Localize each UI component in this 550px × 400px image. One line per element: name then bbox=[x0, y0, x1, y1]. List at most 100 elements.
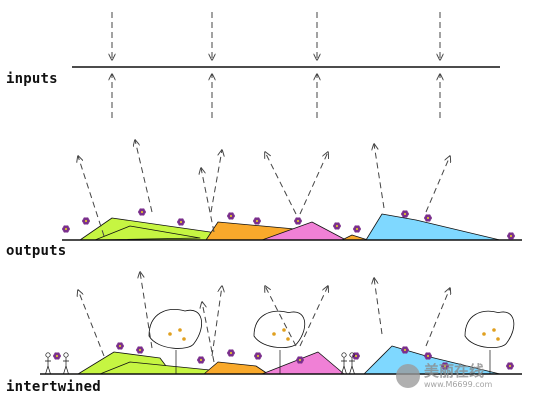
fruit-dot bbox=[168, 332, 172, 336]
dashed-arrow bbox=[78, 290, 105, 357]
dashed-arrow bbox=[135, 140, 153, 213]
dashed-arrow bbox=[211, 286, 222, 357]
flower-icon bbox=[254, 352, 262, 360]
flower-icon bbox=[197, 356, 205, 364]
flower-center bbox=[403, 212, 407, 216]
flower-icon bbox=[441, 362, 449, 370]
tree-canopy bbox=[253, 310, 306, 348]
fruit-dot bbox=[182, 337, 186, 341]
flower-center bbox=[335, 224, 339, 228]
person-figure-icon bbox=[45, 352, 51, 375]
watermark-url: www.M6699.com bbox=[424, 379, 493, 389]
dashed-arrow bbox=[265, 286, 297, 347]
flower-center bbox=[255, 219, 259, 223]
flower-center bbox=[509, 234, 513, 238]
dashed-arrow bbox=[299, 152, 328, 215]
lime-landform-2 bbox=[94, 225, 201, 241]
flower-icon bbox=[116, 342, 124, 350]
dashed-arrow bbox=[374, 144, 385, 209]
dashed-arrow bbox=[265, 152, 297, 215]
watermark-text: 美丽在线 www.M6699.com bbox=[424, 361, 493, 389]
person-body bbox=[45, 357, 51, 375]
flower-icon bbox=[401, 346, 409, 354]
flower-icon bbox=[507, 232, 515, 240]
outputs-section bbox=[62, 140, 522, 241]
dashed-arrow bbox=[374, 278, 383, 335]
flower-center bbox=[199, 358, 203, 362]
flower-icon bbox=[333, 222, 341, 230]
fruit-dot bbox=[282, 328, 286, 332]
pink-landform bbox=[261, 351, 345, 375]
flower-center bbox=[138, 348, 142, 352]
dashed-arrow bbox=[299, 286, 328, 347]
dashed-arrow bbox=[140, 272, 153, 349]
person-body bbox=[63, 357, 69, 375]
flower-center bbox=[355, 227, 359, 231]
flower-center bbox=[229, 214, 233, 218]
flower-icon bbox=[294, 217, 302, 225]
person-head bbox=[45, 352, 51, 358]
person-figure-icon bbox=[63, 352, 69, 375]
flower-center bbox=[426, 354, 430, 358]
flower-center bbox=[508, 364, 512, 368]
flower-icon bbox=[353, 225, 361, 233]
person-body bbox=[349, 357, 355, 375]
dashed-arrow bbox=[425, 156, 450, 213]
tree-icon bbox=[464, 310, 515, 374]
fruit-dot bbox=[492, 328, 496, 332]
fruit-dot bbox=[272, 332, 276, 336]
flower-center bbox=[140, 210, 144, 214]
flower-icon bbox=[53, 352, 61, 360]
flower-icon bbox=[62, 225, 70, 233]
person-head bbox=[349, 352, 355, 358]
tree-icon bbox=[253, 310, 306, 374]
watermark-logo-icon bbox=[396, 364, 420, 388]
dashed-arrow bbox=[210, 150, 222, 213]
person-figure-icon bbox=[341, 352, 347, 375]
flower-center bbox=[298, 358, 302, 362]
flower-center bbox=[84, 219, 88, 223]
label-outputs: outputs bbox=[6, 243, 67, 259]
label-intertwined: intertwined bbox=[6, 379, 101, 395]
dashed-arrow bbox=[78, 156, 105, 237]
dashed-arrow bbox=[202, 302, 215, 363]
flower-center bbox=[55, 354, 59, 358]
flower-center bbox=[118, 344, 122, 348]
flower-icon bbox=[138, 208, 146, 216]
flower-center bbox=[256, 354, 260, 358]
flower-icon bbox=[424, 214, 432, 222]
person-head bbox=[63, 352, 69, 358]
person-head bbox=[341, 352, 347, 358]
flower-icon bbox=[424, 352, 432, 360]
watermark-title: 美丽在线 bbox=[424, 361, 485, 380]
intertwined-section bbox=[40, 272, 522, 375]
flower-center bbox=[354, 354, 358, 358]
flower-icon bbox=[136, 346, 144, 354]
cyan-landform bbox=[365, 213, 501, 241]
flower-icon bbox=[253, 217, 261, 225]
flower-icon bbox=[296, 356, 304, 364]
person-figure-icon bbox=[349, 352, 355, 375]
flower-icon bbox=[401, 210, 409, 218]
flower-icon bbox=[82, 217, 90, 225]
orange-landform bbox=[203, 361, 269, 375]
fruit-dot bbox=[286, 337, 290, 341]
fruit-dot bbox=[482, 332, 486, 336]
flower-icon bbox=[506, 362, 514, 370]
flower-icon bbox=[177, 218, 185, 226]
flower-center bbox=[179, 220, 183, 224]
flower-center bbox=[403, 348, 407, 352]
flower-icon bbox=[227, 349, 235, 357]
fruit-dot bbox=[496, 337, 500, 341]
dashed-arrow bbox=[201, 168, 215, 233]
flower-center bbox=[64, 227, 68, 231]
tree-icon bbox=[148, 309, 203, 374]
dashed-arrow bbox=[425, 288, 450, 347]
person-body bbox=[341, 357, 347, 375]
flower-center bbox=[426, 216, 430, 220]
tree-canopy bbox=[148, 309, 203, 349]
flower-center bbox=[229, 351, 233, 355]
flower-center bbox=[443, 364, 447, 368]
